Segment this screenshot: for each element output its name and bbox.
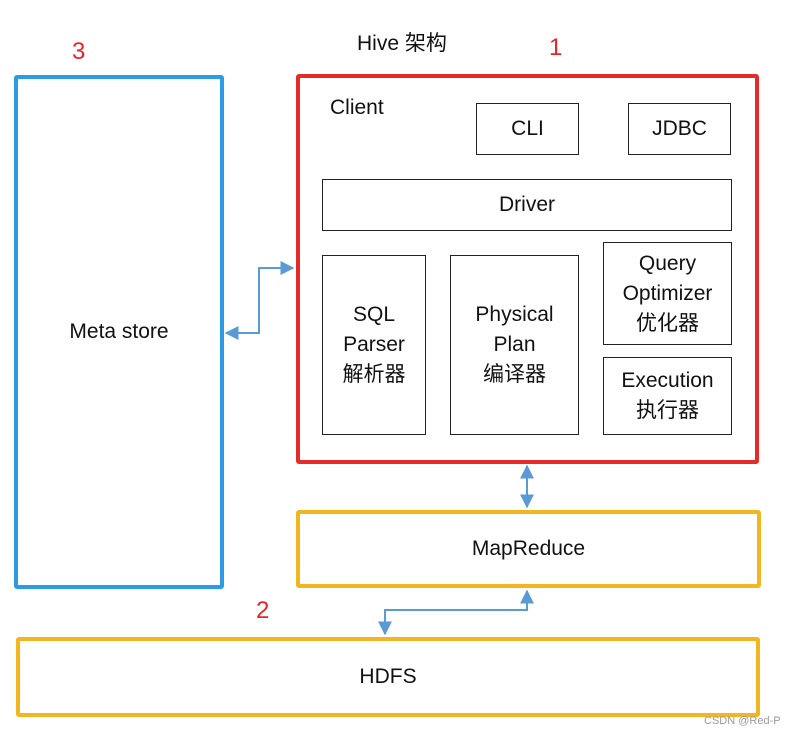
physical-plan-line3: 编译器 — [483, 363, 546, 386]
metastore-label: Meta store — [69, 320, 169, 343]
sql-parser-line1: SQL — [352, 303, 396, 326]
hdfs-label: HDFS — [359, 665, 417, 688]
number-label-client: 1 — [549, 34, 563, 61]
cli-label: CLI — [511, 117, 544, 140]
driver-box: Driver — [322, 179, 732, 231]
mapreduce-box: MapReduce — [296, 510, 761, 588]
sql-parser-box: SQL Parser 解析器 — [322, 255, 426, 435]
sql-parser-line2: Parser — [343, 333, 405, 356]
metastore-box: Meta store — [14, 75, 224, 589]
jdbc-label: JDBC — [652, 117, 707, 140]
mapreduce-hdfs-arrow — [378, 589, 534, 636]
query-optimizer-line3: 优化器 — [636, 311, 699, 335]
mapreduce-label: MapReduce — [471, 537, 586, 560]
cli-box: CLI — [476, 103, 579, 155]
query-optimizer-box: Query Optimizer 优化器 — [603, 242, 732, 345]
watermark: CSDN @Red-P — [704, 715, 781, 727]
execution-line2: 执行器 — [636, 399, 699, 422]
metastore-client-arrow — [224, 261, 295, 340]
physical-plan-box: Physical Plan 编译器 — [450, 255, 579, 435]
sql-parser-line3: 解析器 — [342, 363, 406, 386]
execution-box: Execution 执行器 — [603, 357, 732, 435]
jdbc-box: JDBC — [628, 103, 731, 155]
number-label-metastore: 3 — [72, 38, 86, 65]
query-optimizer-line1: Query — [638, 251, 697, 275]
client-label: Client — [330, 96, 384, 119]
driver-label: Driver — [499, 193, 555, 216]
query-optimizer-line2: Optimizer — [622, 281, 713, 305]
physical-plan-line1: Physical — [475, 303, 554, 326]
number-label-hdfs: 2 — [256, 597, 270, 624]
diagram-title: Hive 架构 — [357, 32, 447, 55]
execution-line1: Execution — [621, 369, 714, 392]
physical-plan-line2: Plan — [493, 333, 536, 356]
client-container — [296, 74, 759, 464]
hdfs-box: HDFS — [16, 637, 760, 717]
